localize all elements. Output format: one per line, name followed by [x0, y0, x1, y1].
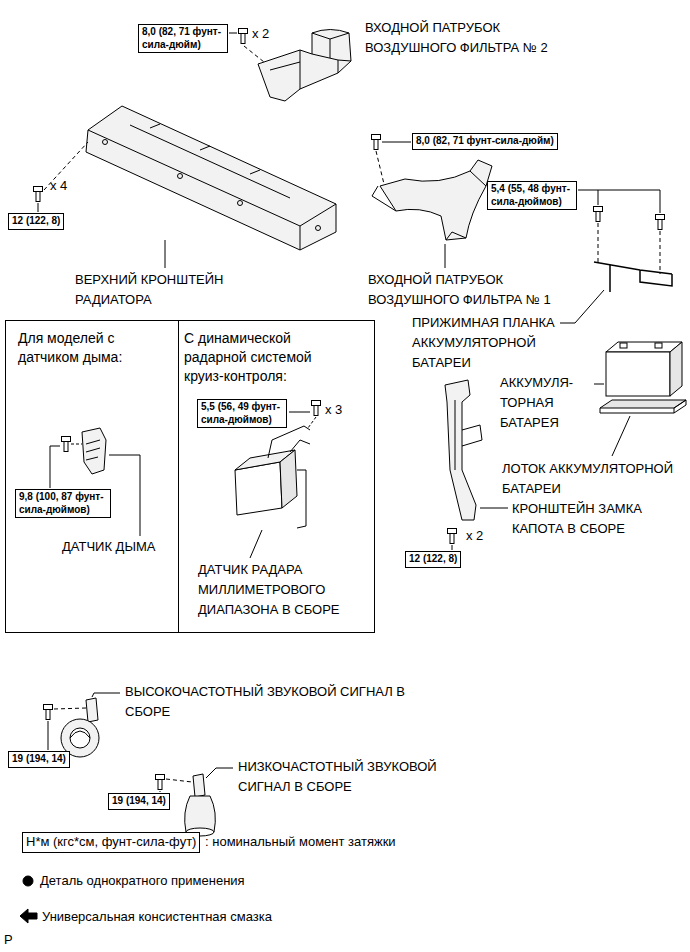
part-name: КРОНШТЕЙН ЗАМКА КАПОТА В СБОРЕ: [512, 499, 664, 539]
quantity-mark: x 3: [325, 400, 342, 420]
part-name: ДАТЧИК ДЫМА: [62, 537, 155, 557]
torque-box: 5,4 (55, 48 фунт-сила-дюймов): [487, 181, 577, 210]
torque-value: 19 (194, 14): [12, 753, 66, 766]
torque-box: 12 (122, 8): [405, 551, 461, 568]
torque-box: 19 (194, 14): [8, 751, 70, 768]
quantity-mark: x 2: [466, 526, 483, 546]
part-name: ПРИЖИМНАЯ ПЛАНКА АККУМУЛЯТОРНОЙ БАТАРЕИ: [412, 313, 557, 373]
quantity-mark: x 4: [50, 176, 67, 196]
part-name: ВХОДНОЙ ПАТРУБОК ВОЗДУШНОГО ФИЛЬТРА № 1: [368, 270, 568, 310]
legend-text: : номинальный момент затяжки: [205, 833, 396, 851]
torque-value: 12 (122, 8): [12, 215, 60, 228]
part-name: ВЫСОКОЧАСТОТНЫЙ ЗВУКОВОЙ СИГНАЛ В СБОРЕ: [125, 682, 435, 722]
torque-value: 5,4 (55, 48 фунт-сила-дюймов): [491, 183, 573, 208]
torque-box: 5,5 (56, 49 фунт-сила-дюймов): [197, 399, 287, 428]
page-code: P: [4, 930, 13, 950]
variant-panel: Для моделей с датчиком дыма: 9,8 (100, 87…: [5, 320, 179, 633]
torque-value: 8,0 (82, 71 фунт-сила-дюйм): [416, 135, 554, 148]
part-name: НИЗКОЧАСТОТНЫЙ ЗВУКОВОЙ СИГНАЛ В СБОРЕ: [238, 757, 458, 797]
part-name: ВЕРХНИЙ КРОНШТЕЙН РАДИАТОРА: [75, 270, 275, 310]
torque-value: 19 (194, 14): [112, 795, 166, 808]
torque-value: 12 (122, 8): [409, 553, 457, 566]
legend-text: Универсальная консистентная смазка: [42, 908, 272, 926]
panel-heading: Для моделей с датчиком дыма:: [18, 329, 168, 367]
torque-box: 9,8 (100, 87 фунт-сила-дюймов): [15, 489, 111, 518]
part-name: ВХОДНОЙ ПАТРУБОК ВОЗДУШНОГО ФИЛЬТРА № 2: [365, 18, 570, 58]
torque-value: 8,0 (82, 71 фунт-сила-дюйм): [142, 26, 224, 51]
panel-heading: С динамической радарной системой круиз-к…: [184, 329, 324, 386]
part-name: АККУМУЛЯ- ТОРНАЯ БАТАРЕЯ: [500, 373, 592, 433]
torque-value: 9,8 (100, 87 фунт-сила-дюймов): [19, 491, 107, 516]
part-name: ЛОТОК АККУМУЛЯТОРНОЙ БАТАРЕИ: [502, 459, 684, 499]
torque-box: 8,0 (82, 71 фунт-сила-дюйм): [138, 24, 228, 53]
torque-value: 5,5 (56, 49 фунт-сила-дюймов): [201, 401, 283, 426]
torque-box: 12 (122, 8): [8, 213, 64, 230]
part-name: ДАТЧИК РАДАРА МИЛЛИМЕТРОВОГО ДИАПАЗОНА В…: [198, 560, 358, 620]
quantity-mark: x 2: [252, 24, 269, 44]
torque-box: 19 (194, 14): [108, 793, 170, 810]
legend-text: Деталь однократного применения: [40, 872, 245, 890]
torque-box: 8,0 (82, 71 фунт-сила-дюйм): [412, 133, 558, 150]
torque-value: Н*м (кгс*см, фунт-сила-фут): [26, 834, 196, 851]
torque-legend-box: Н*м (кгс*см, фунт-сила-фут): [22, 832, 200, 853]
